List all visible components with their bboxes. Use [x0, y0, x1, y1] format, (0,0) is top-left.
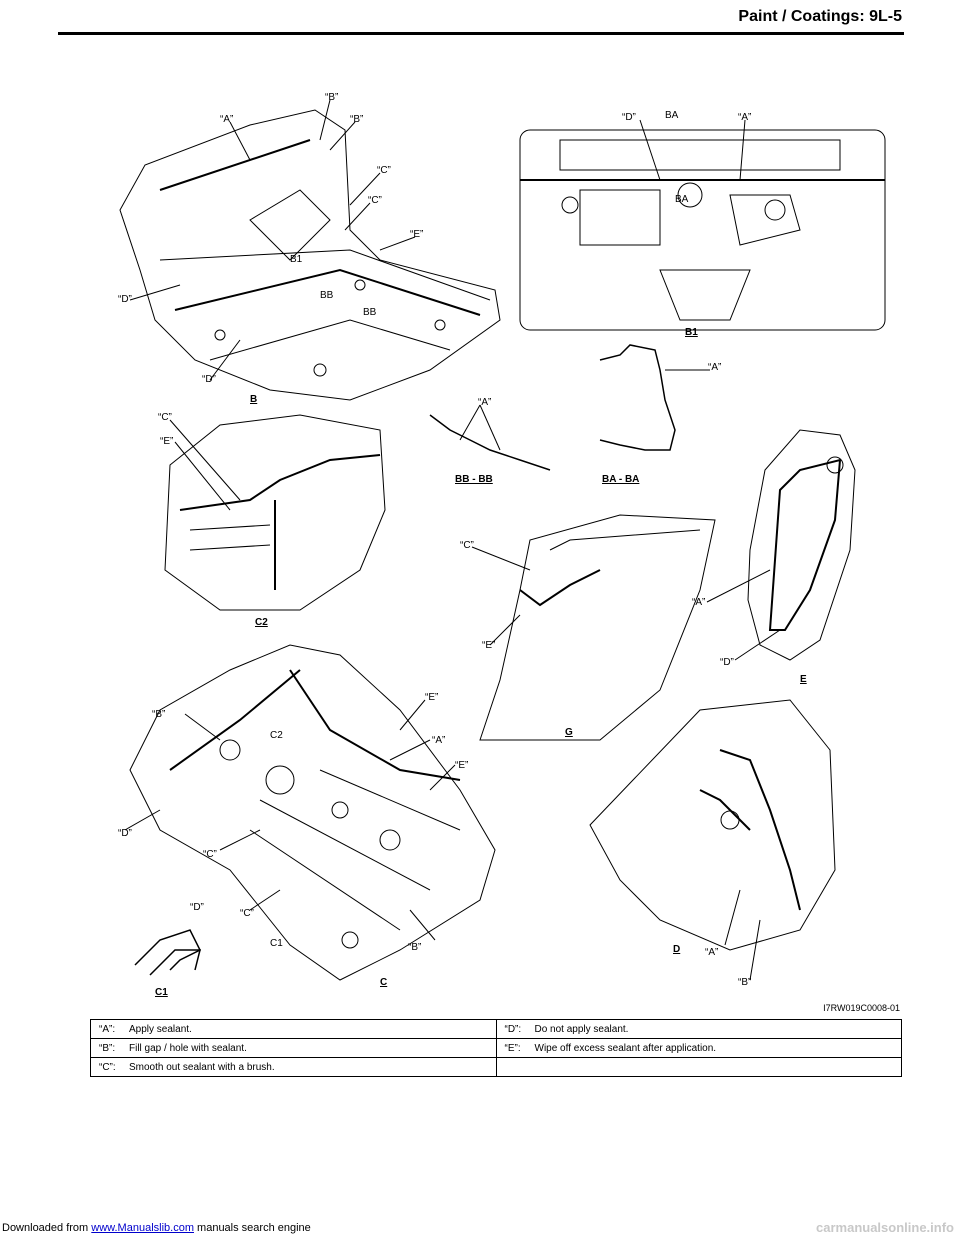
callout-a: “A” [432, 735, 445, 746]
callout-d: “D” [118, 828, 132, 839]
view-label-ba-ba: BA - BA [602, 474, 639, 485]
callout-a: “A” [705, 947, 718, 958]
legend-cell: “E”:Wipe off excess sealant after applic… [495, 1038, 902, 1058]
callouts: “A” “B” “B” “C” “C” “E” B1 BB BB “D” “D”… [118, 92, 751, 988]
view-label-e: E [800, 674, 807, 685]
view-c-outline [129, 644, 496, 981]
view-b-outline [119, 109, 501, 401]
callout-a: “A” [220, 114, 233, 125]
callout-d: “D” [720, 657, 734, 668]
view-b1-outline [519, 129, 886, 331]
callout-d: “D” [118, 294, 132, 305]
view-e-outline [747, 429, 856, 661]
view-label-b: B [250, 394, 257, 405]
callout-c: “C” [203, 849, 217, 860]
table-row: “A”:Apply sealant. “D”:Do not apply seal… [90, 1019, 902, 1039]
callout-e: “E” [455, 760, 468, 771]
manualslib-link[interactable]: www.Manualslib.com [91, 1222, 194, 1234]
callout-ba: BA [665, 110, 679, 121]
sealant-diagram-svg: “A” “B” “B” “C” “C” “E” B1 BB BB “D” “D”… [118, 92, 886, 998]
callout-b: “B” [738, 977, 751, 988]
sealant-diagram: “A” “B” “B” “C” “C” “E” B1 BB BB “D” “D”… [100, 70, 900, 1015]
callout-c: “C” [368, 195, 382, 206]
legend-cell: “C”:Smooth out sealant with a brush. [90, 1057, 497, 1077]
callout-e: “E” [482, 640, 495, 651]
callout-b1: B1 [290, 254, 303, 265]
legend-cell: “A”:Apply sealant. [90, 1019, 497, 1039]
callout-bb: BB [320, 290, 334, 301]
header-rule [58, 32, 904, 35]
legend-cell: “D”:Do not apply sealant. [495, 1019, 902, 1039]
callout-e: “E” [160, 436, 173, 447]
section-ba-line [599, 344, 676, 451]
callout-c1: C1 [270, 938, 283, 949]
view-label-d: D [673, 944, 680, 955]
page-title: Paint / Coatings: 9L-5 [738, 8, 902, 25]
callout-c: “C” [460, 540, 474, 551]
callout-b: “B” [325, 92, 338, 103]
legend-cell-empty [495, 1057, 902, 1077]
callout-b: “B” [408, 942, 421, 953]
callout-e: “E” [425, 692, 438, 703]
figure-code: I7RW019C0008-01 [823, 1003, 900, 1013]
callout-a: “A” [692, 597, 705, 608]
view-d-outline [589, 699, 836, 951]
view-label-g: G [565, 727, 573, 738]
footer-watermark: carmanualsonline.info [816, 1220, 954, 1235]
callout-c: “C” [377, 165, 391, 176]
view-label-c: C [380, 977, 387, 988]
view-label-c1: C1 [155, 987, 168, 998]
section-bb-line [429, 414, 551, 471]
callout-ba: BA [675, 194, 689, 205]
footer-source: Downloaded from www.Manualslib.com manua… [2, 1222, 311, 1234]
callout-c: “C” [158, 412, 172, 423]
callout-a: “A” [708, 362, 721, 373]
view-label-c2: C2 [255, 617, 268, 628]
view-label-bb-bb: BB - BB [455, 474, 493, 485]
callout-d: “D” [190, 902, 204, 913]
view-c2-outline [164, 414, 386, 611]
callout-d: “D” [622, 112, 636, 123]
view-label-b1: B1 [685, 327, 698, 338]
callout-b: “B” [350, 114, 363, 125]
callout-c2: C2 [270, 730, 283, 741]
legend-table: “A”:Apply sealant. “D”:Do not apply seal… [90, 1019, 902, 1077]
callout-c: “C” [240, 908, 254, 919]
callout-a: “A” [478, 397, 491, 408]
callout-d: “D” [202, 374, 216, 385]
legend-cell: “B”:Fill gap / hole with sealant. [90, 1038, 497, 1058]
callout-b: “B” [152, 709, 165, 720]
view-g-outline [479, 514, 716, 741]
table-row: “B”:Fill gap / hole with sealant. “E”:Wi… [90, 1038, 902, 1058]
view-c1-pipe [134, 929, 202, 971]
callout-a: “A” [738, 112, 751, 123]
table-row: “C”:Smooth out sealant with a brush. [90, 1057, 902, 1077]
callout-e: “E” [410, 229, 423, 240]
callout-bb: BB [363, 307, 377, 318]
view-labels: B B1 BB - BB BA - BA C2 G E C C1 D [155, 327, 807, 998]
